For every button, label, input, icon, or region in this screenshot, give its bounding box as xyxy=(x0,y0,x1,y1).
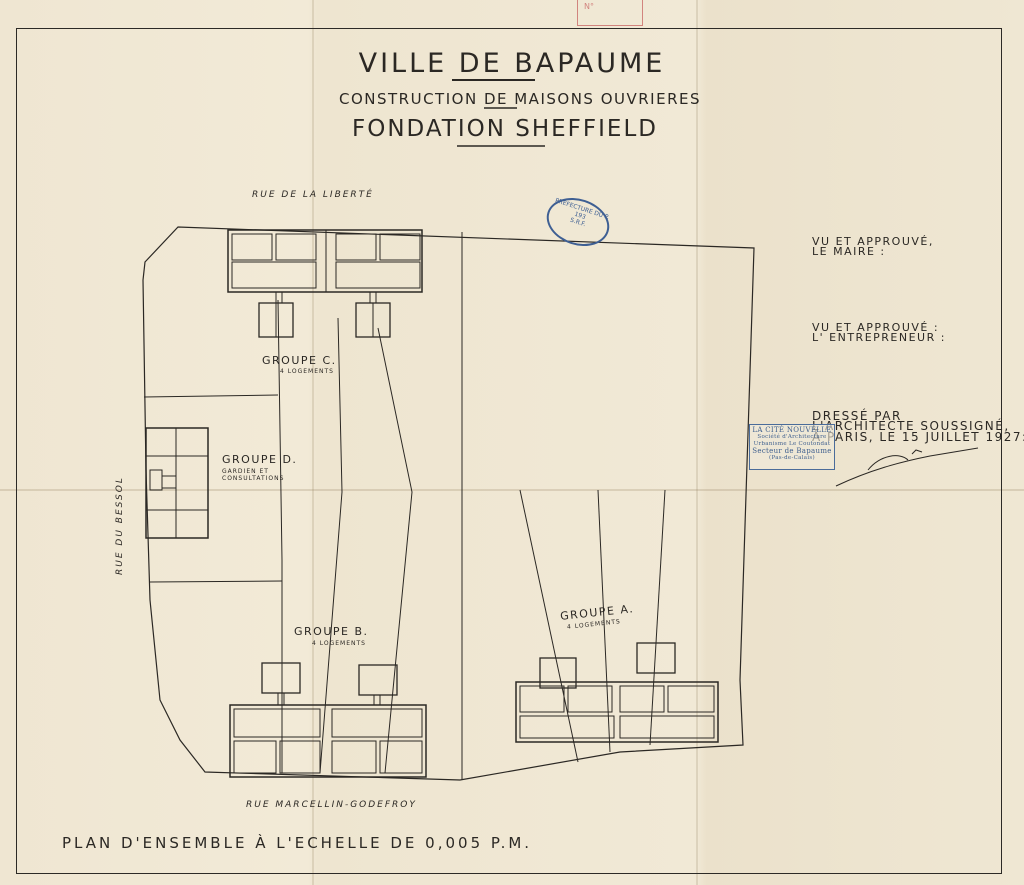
dresse-line1: DRESSÉ PAR xyxy=(812,409,902,423)
group-c-sub: 4 LOGEMENTS xyxy=(280,368,334,375)
title-ville: VILLE DE BAPAUME xyxy=(358,48,666,79)
dresse-line3: À PARIS, LE 15 JUILLET 1927: xyxy=(812,430,1024,444)
group-d-sub2: CONSULTATIONS xyxy=(222,475,285,482)
fold-line-horizontal xyxy=(0,489,1024,491)
street-label-liberte: RUE DE LA LIBERTÉ xyxy=(252,190,374,200)
plan-scale-caption: PLAN D'ENSEMBLE À L'ECHELLE DE 0,005 P.M… xyxy=(62,834,533,852)
drawing-frame xyxy=(16,28,1002,874)
dresse-line2: L'ARCHITECTE SOUSSIGNÉ, xyxy=(812,419,1010,433)
group-d-sub1: GARDIEN ET xyxy=(222,468,269,475)
fold-line-vertical-left xyxy=(312,0,314,885)
street-label-marcellin: RUE MARCELLIN-GODEFROY xyxy=(246,800,417,810)
groupe-b-building xyxy=(229,662,427,778)
group-b-label: GROUPE B. xyxy=(294,625,369,638)
groupe-d-building xyxy=(145,427,209,539)
approval-entrepreneur-line1: VU ET APPROUVÉ : xyxy=(812,321,940,334)
groupe-c-building xyxy=(227,229,423,338)
street-label-bessol: RUE DU BESSOL xyxy=(115,476,125,575)
group-d-label: GROUPE D. xyxy=(222,453,298,466)
architect-stamp: LA CITÉ NOUVELLE Société d'Architecture … xyxy=(749,424,835,470)
architect-signature xyxy=(835,447,979,487)
title-construction: CONSTRUCTION DE MAISONS OUVRIERES xyxy=(339,90,701,108)
group-c-label: GROUPE C. xyxy=(262,354,337,367)
title-fondation: FONDATION SHEFFIELD xyxy=(352,116,658,142)
site-boundary xyxy=(142,226,755,781)
fold-line-vertical-right xyxy=(696,0,698,885)
approval-maire-line1: VU ET APPROUVÉ, xyxy=(812,235,934,248)
groupe-a-building xyxy=(515,642,719,743)
approval-entrepreneur-line2: L' ENTREPRENEUR : xyxy=(812,331,946,344)
approval-maire-line2: LE MAIRE : xyxy=(812,245,886,258)
group-b-sub: 4 LOGEMENTS xyxy=(312,640,366,647)
red-stamp-top: N° xyxy=(577,0,643,26)
